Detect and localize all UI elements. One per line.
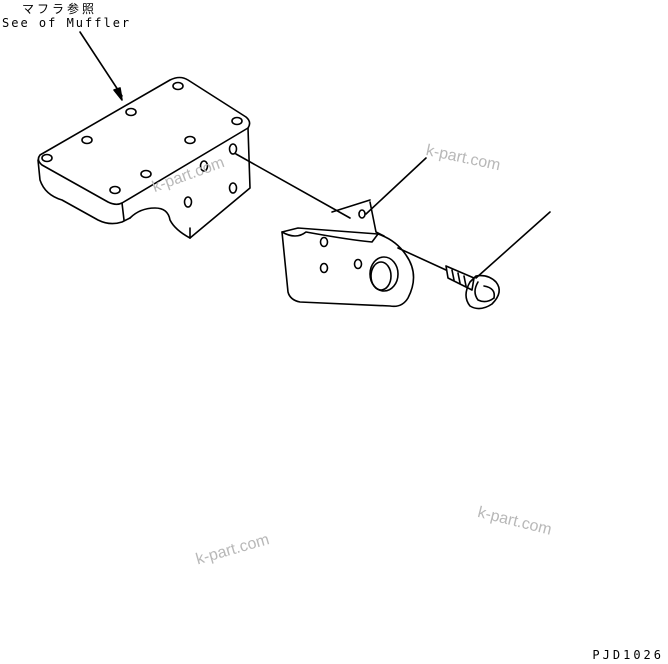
assembly-line-bolt — [397, 247, 447, 271]
reference-arrow — [79, 31, 123, 101]
assembly-line — [235, 153, 351, 219]
leader-line-bracket — [365, 157, 427, 215]
english-reference-label: See of Muffler — [2, 16, 132, 30]
bolt — [445, 265, 500, 310]
leader-line-bolt — [475, 211, 551, 279]
bracket — [281, 199, 415, 308]
drawing-code: PJD1026 — [592, 648, 664, 662]
japanese-reference-label: マフラ参照 — [22, 2, 98, 16]
muffler-mount-block — [37, 76, 251, 239]
